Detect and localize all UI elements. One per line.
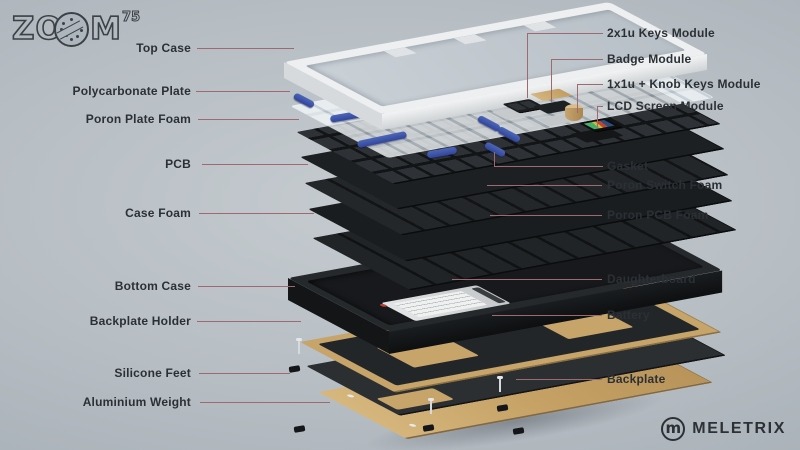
meletrix-logo-text: MELETRIX bbox=[692, 420, 786, 437]
label-polycarbonate-plate: Polycarbonate Plate bbox=[72, 84, 191, 98]
leader-line-silicone-feet bbox=[199, 373, 290, 374]
label-case-foam: Case Foam bbox=[125, 206, 191, 220]
clock-band bbox=[56, 20, 84, 40]
leader-line-knob-keys-module bbox=[577, 84, 603, 113]
label-keys-module-2x1u: 2x1u Keys Module bbox=[607, 26, 715, 40]
leader-line-backplate bbox=[516, 379, 602, 380]
leader-line-lcd-screen-module bbox=[597, 106, 603, 127]
leader-line-top-case bbox=[197, 48, 294, 49]
backplate-gold-corner bbox=[376, 388, 455, 410]
leader-line-poron-plate-foam bbox=[198, 119, 299, 120]
zoom-logo-clock-icon bbox=[54, 12, 89, 47]
label-bottom-case: Bottom Case bbox=[114, 279, 191, 293]
leader-line-daughterboard bbox=[452, 279, 602, 280]
label-poron-plate-foam: Poron Plate Foam bbox=[85, 112, 191, 126]
leader-line-backplate-holder bbox=[197, 321, 301, 322]
meletrix-logo: m MELETRIX bbox=[661, 417, 786, 441]
weight-screw bbox=[407, 423, 418, 428]
screw-post bbox=[428, 398, 434, 414]
label-gasket: Gasket bbox=[607, 159, 649, 173]
leader-line-battery bbox=[492, 315, 602, 316]
label-aluminium-weight: Aluminium Weight bbox=[82, 395, 191, 409]
leader-line-poron-pcb-foam bbox=[490, 215, 602, 216]
knob-body bbox=[565, 108, 583, 121]
leader-line-polycarbonate-plate bbox=[196, 91, 290, 92]
silicone-foot bbox=[288, 365, 301, 373]
label-pcb: PCB bbox=[165, 157, 191, 171]
label-backplate-holder: Backplate Holder bbox=[89, 314, 191, 328]
label-silicone-feet: Silicone Feet bbox=[114, 366, 191, 380]
leader-line-pcb bbox=[202, 164, 308, 165]
screw-post bbox=[497, 376, 503, 392]
label-poron-switch-foam: Poron Switch Foam bbox=[607, 178, 723, 192]
weight-screw bbox=[345, 394, 356, 398]
zoom75-logo: ZOOM75 bbox=[11, 10, 141, 52]
clock-dots bbox=[70, 18, 73, 21]
screw-post bbox=[296, 338, 302, 354]
label-backplate: Backplate bbox=[607, 372, 666, 386]
leader-line-poron-switch-foam bbox=[487, 185, 602, 186]
leader-line-aluminium-weight bbox=[200, 402, 330, 403]
zoom-logo-superscript: 75 bbox=[122, 10, 141, 26]
label-badge-module: Badge Module bbox=[607, 52, 692, 66]
leader-line-gasket bbox=[494, 152, 603, 167]
leader-line-keys-module-2x1u bbox=[527, 33, 603, 98]
leader-line-case-foam bbox=[199, 213, 314, 214]
leader-line-badge-module bbox=[551, 59, 603, 103]
label-poron-pcb-foam: Poron PCB Foam bbox=[607, 208, 709, 222]
leader-line-bottom-case bbox=[198, 286, 295, 287]
label-top-case: Top Case bbox=[136, 41, 191, 55]
meletrix-monogram-icon: m bbox=[661, 417, 686, 441]
label-battery: Battery bbox=[607, 308, 650, 322]
label-daughterboard: Daughterboard bbox=[607, 272, 696, 286]
label-lcd-screen-module: LCD Screen Module bbox=[607, 99, 724, 113]
label-knob-keys-module: 1x1u + Knob Keys Module bbox=[607, 77, 761, 91]
